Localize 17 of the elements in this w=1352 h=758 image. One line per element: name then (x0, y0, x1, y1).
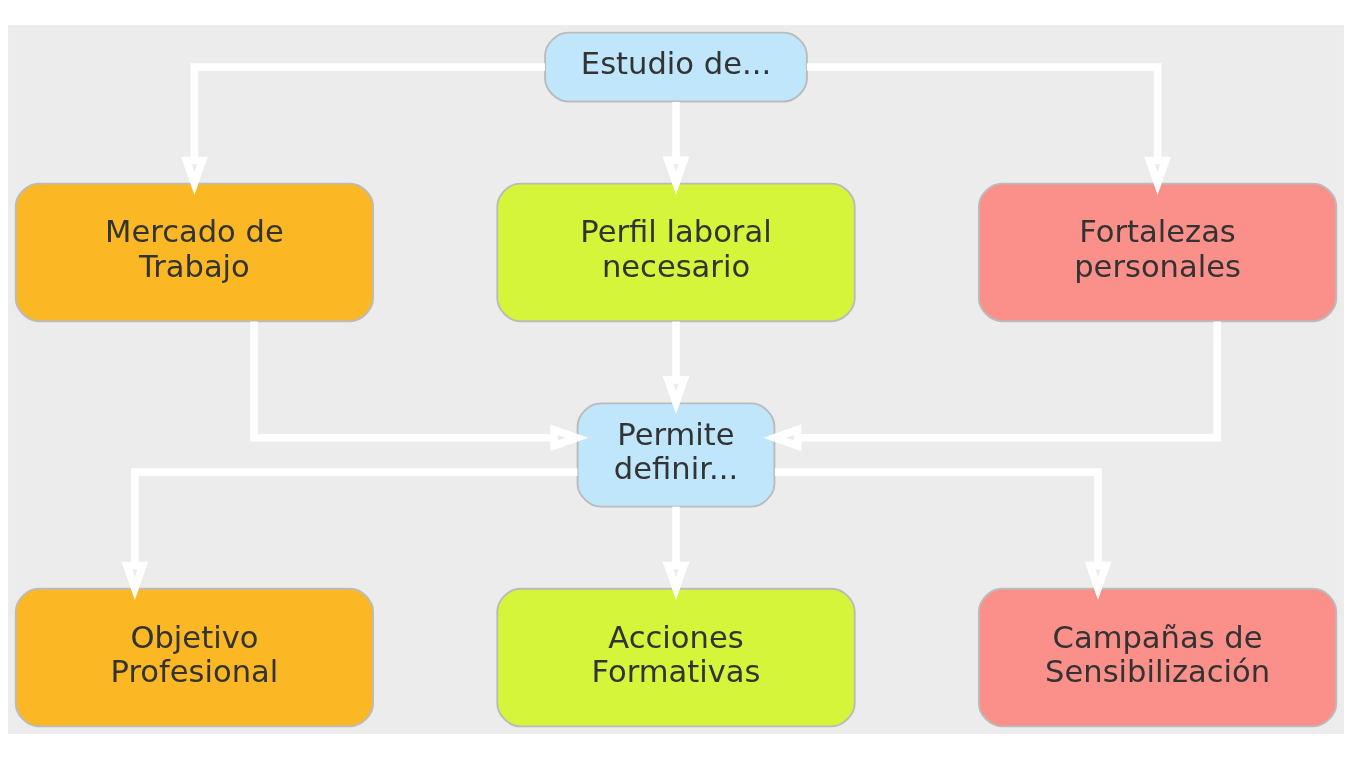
node-box: Permite definir... (576, 401, 776, 508)
arrow (763, 320, 1221, 451)
node-box: Objetivo Profesional (14, 587, 375, 727)
arrow (662, 101, 690, 195)
arrow (662, 506, 690, 600)
node-box: Perfil laboral necesario (496, 182, 856, 322)
node-box: Campañas de Sensibilización (977, 587, 1338, 727)
node-box: Acciones Formativas (496, 587, 856, 727)
node-box: Fortalezas personales (977, 182, 1338, 322)
node-box: Estudio de... (544, 31, 808, 102)
arrow (181, 62, 546, 195)
arrow (774, 467, 1112, 600)
arrow (121, 467, 578, 600)
arrow (250, 320, 589, 451)
node-box: Mercado de Trabajo (14, 182, 375, 322)
arrow (806, 62, 1171, 195)
arrow (662, 321, 690, 414)
